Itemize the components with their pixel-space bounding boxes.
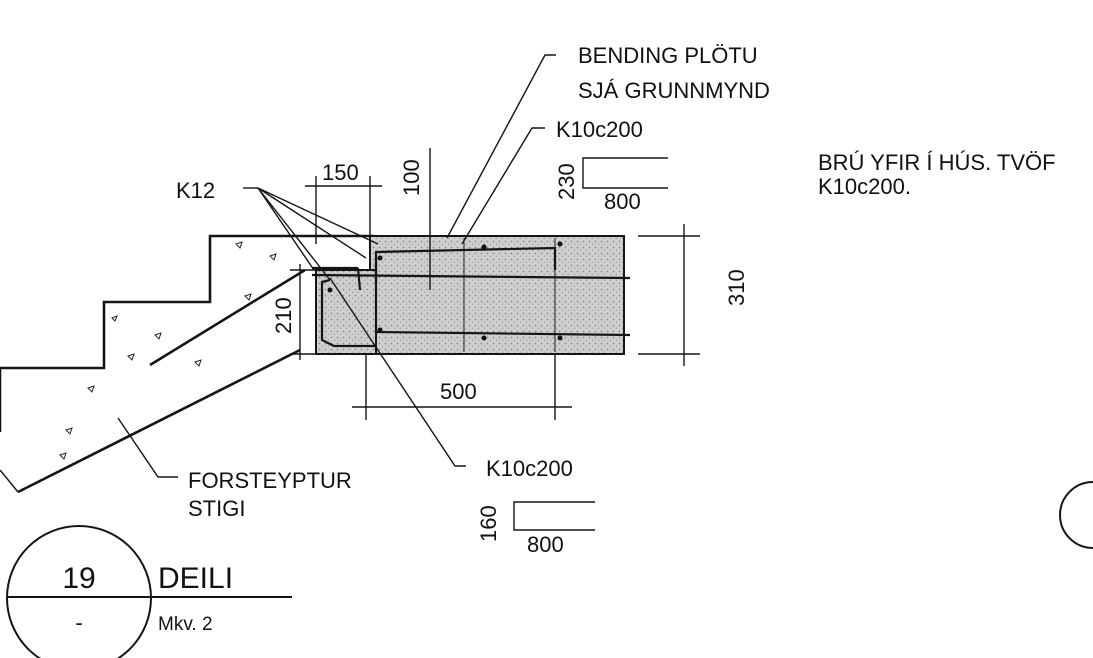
beam-section [311,235,631,355]
dim-310: 310 [724,269,749,306]
detail-title: DEILI [158,562,233,595]
note-line-1: BRÚ YFIR Í HÚS. TVÖF [818,150,1056,175]
dim-100: 100 [399,159,424,196]
leader-lines [117,54,556,478]
dim-210: 210 [271,297,296,334]
dim-800-bottom: 800 [527,532,564,557]
label-sja-grunnmynd: SJÁ GRUNNMYND [578,78,770,103]
label-k10c200-top: K10c200 [556,117,643,142]
label-k10c200-bottom: K10c200 [486,456,573,481]
label-stigi: STIGI [188,496,245,521]
dim-150: 150 [322,160,359,185]
detail-number: 19 [62,562,95,595]
dim-800-top: 800 [604,189,641,214]
label-k12: K12 [176,178,215,203]
precast-stair [0,234,374,494]
detail-scale: Mkv. 2 [158,614,213,635]
detail-title-block: 19 - DEILI Mkv. 2 [6,525,292,658]
dim-160: 160 [476,505,501,542]
label-bending-plotu: BENDING PLÖTU [578,43,758,68]
partial-detail-circle [1059,481,1093,549]
detail-sheet: - [75,610,82,635]
dim-230: 230 [554,163,579,200]
label-forsteyptur: FORSTEYPTUR [188,468,352,493]
dim-500: 500 [440,379,477,404]
dimension-lines [290,148,700,531]
note-line-2: K10c200. [818,174,911,199]
